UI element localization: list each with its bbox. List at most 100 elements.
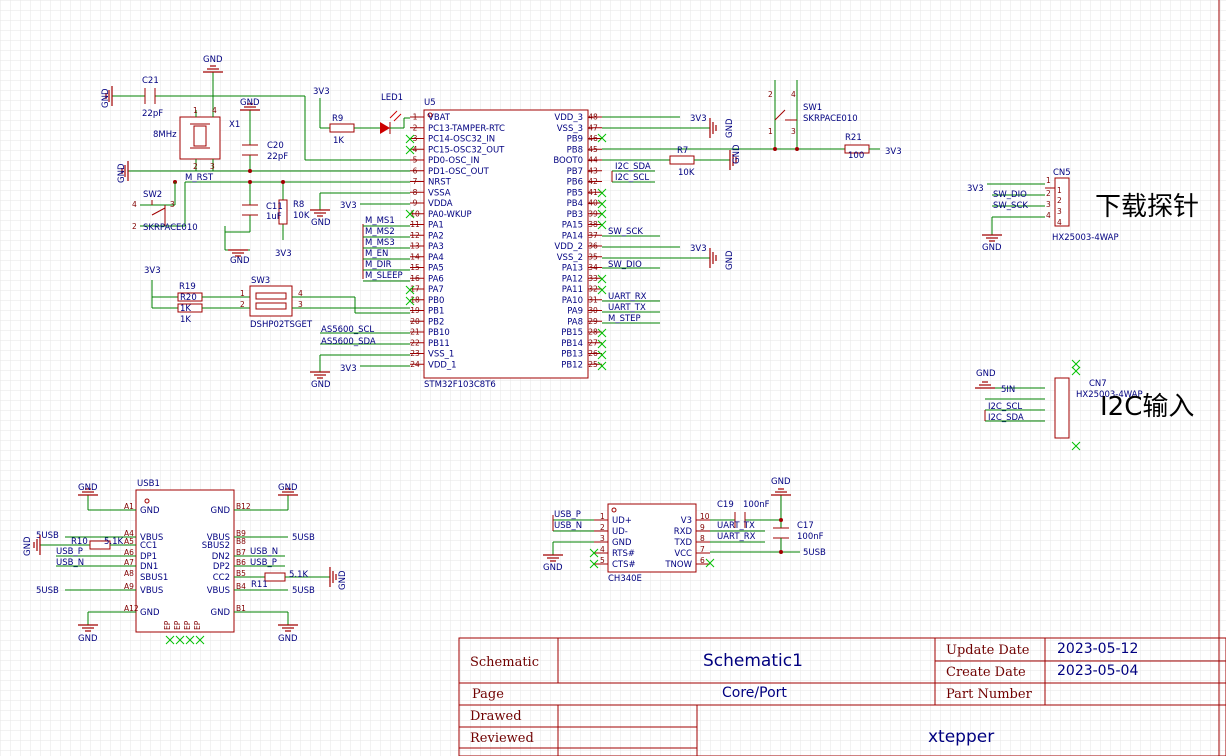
u5-pin-number: 34 — [588, 263, 598, 272]
u5-pin-name: PB11 — [428, 339, 450, 349]
r11-resistor — [264, 572, 286, 582]
u5-pin-number: 48 — [588, 113, 598, 122]
nc-marker — [1071, 359, 1081, 369]
v5-label-usb-b4: 5USB — [292, 586, 315, 596]
nc-marker — [405, 296, 415, 306]
gnd-label: GND — [311, 218, 331, 228]
u5-pin-number: 7 — [413, 177, 418, 186]
v5-label-usb-b9: 5USB — [292, 533, 315, 543]
u5-pin-name: PB6 — [567, 178, 583, 188]
nc-marker — [165, 635, 175, 645]
u5-pin-number: 4 — [413, 145, 418, 154]
svg-text:3: 3 — [298, 300, 303, 309]
usb1-ep-label: EP — [173, 620, 182, 630]
u5-pin-name: VDD_1 — [428, 360, 457, 370]
tb-update-label: Update Date — [946, 643, 1030, 658]
u5-pin-number: 8 — [413, 188, 418, 197]
u5-pin-name: BOOT0 — [553, 156, 583, 166]
cn5-connector[interactable]: CN5 HX25003-4WAP 3V3 SW_DIO SW_SCK 11 22… — [967, 168, 1119, 243]
usb1-pin-name: SBUS2 — [202, 541, 230, 551]
u5-pin-number: 3 — [413, 134, 418, 143]
tb-create-label: Create Date — [946, 665, 1026, 680]
sw3-ref: SW3 — [251, 276, 270, 286]
u5-pin-name: VDD_2 — [554, 242, 583, 252]
net-m-ms1: M_MS1 — [365, 216, 395, 226]
u5-pin-number: 19 — [410, 306, 420, 315]
cn5-value: HX25003-4WAP — [1052, 233, 1119, 243]
u5-pin-name: VSS_1 — [428, 350, 454, 360]
usb1-pin-number: A5 — [124, 537, 134, 546]
gnd-label: GND — [203, 55, 223, 65]
u5-pin-name: PA14 — [562, 231, 583, 241]
u5-pin-number: 38 — [588, 220, 598, 229]
u5-pin-number: 16 — [410, 274, 420, 283]
nc-marker — [597, 328, 607, 338]
nc-marker — [597, 209, 607, 219]
u6-pin-number: 1 — [600, 512, 605, 521]
net-sw-dio-cn5: SW_DIO — [993, 190, 1027, 200]
tb-schematic-label: Schematic — [470, 655, 539, 670]
u6-pin-number: 8 — [700, 534, 705, 543]
u6-pin-name: UD+ — [612, 516, 632, 526]
sw2-value: SKRPACE010 — [143, 223, 198, 233]
usb1-pin-name: DN1 — [140, 562, 158, 572]
gnd-label: GND — [982, 243, 1002, 253]
u5-pin-number: 20 — [410, 317, 420, 326]
u6-pin-name: RXD — [674, 527, 693, 537]
u6-pin-name: CTS# — [612, 560, 636, 570]
u5-pin-name: PB9 — [567, 135, 583, 145]
sw3-dipswitch — [249, 285, 293, 317]
u5-pin-number: 10 — [410, 209, 420, 218]
net-m-ms2: M_MS2 — [365, 227, 395, 237]
v5-label-u6: 5USB — [803, 548, 826, 558]
tb-part-label: Part Number — [946, 687, 1033, 702]
no-connect-markers — [165, 133, 1081, 645]
r19-value2: 1K — [180, 315, 191, 325]
net-m-dir: M_DIR — [365, 260, 392, 270]
u5-pin-name: PC13-TAMPER-RTC — [428, 124, 505, 134]
u6-pin-name: TNOW — [664, 560, 692, 570]
usb1-pin-number: B12 — [236, 502, 251, 511]
u5-pin-name: PB3 — [567, 210, 583, 220]
u5-pin-number: 12 — [410, 231, 420, 240]
r7-resistor — [669, 155, 695, 165]
u6-pin-name: VCC — [674, 549, 692, 559]
u5-pin-number: 17 — [410, 285, 420, 294]
usb1-pin-name: VBUS — [140, 586, 163, 596]
usb1-pin-number: A4 — [124, 529, 134, 538]
c19-ref: C19 — [717, 500, 734, 510]
u5-pin-number: 13 — [410, 242, 420, 251]
net-usb-n-u6: USB_N — [554, 521, 582, 531]
v5-label-usb-a9: 5USB — [36, 586, 59, 596]
net-usb-n-left: USB_N — [56, 558, 84, 568]
u6-pin-name: GND — [612, 538, 632, 548]
net-uart-rx-u6: UART_RX — [717, 532, 756, 542]
r8-ref: R8 — [293, 200, 304, 210]
u5-pin-number: 27 — [588, 338, 598, 347]
download-probe-label: 下载探针 — [1095, 192, 1199, 222]
u5-pin-number: 42 — [588, 177, 598, 186]
net-as5600-scl: AS5600_SCL — [321, 325, 374, 335]
cn7-connector[interactable]: CN7 HX25003-4WAP 5IN I2C_SCL I2C_SDA — [984, 377, 1143, 439]
u5-pin-name: PA9 — [567, 307, 583, 317]
net-i2c-scl-u5: I2C_SCL — [615, 173, 649, 183]
net-m-sleep: M_SLEEP — [365, 271, 403, 281]
u5-ref: U5 — [424, 98, 436, 108]
svg-text:4: 4 — [212, 106, 217, 115]
svg-text:1: 1 — [1057, 186, 1062, 195]
net-sw-sck-cn5: SW_SCK — [993, 201, 1028, 211]
svg-text:3: 3 — [210, 162, 215, 171]
r21-value: 100 — [848, 151, 864, 161]
usb1-pin-number: A1 — [124, 502, 134, 511]
nc-marker — [597, 285, 607, 295]
nc-marker — [405, 145, 415, 155]
svg-text:1: 1 — [240, 289, 245, 298]
r21-ref: R21 — [845, 133, 862, 143]
usb1-pin-name: CC2 — [213, 573, 230, 583]
nc-marker — [597, 133, 607, 143]
